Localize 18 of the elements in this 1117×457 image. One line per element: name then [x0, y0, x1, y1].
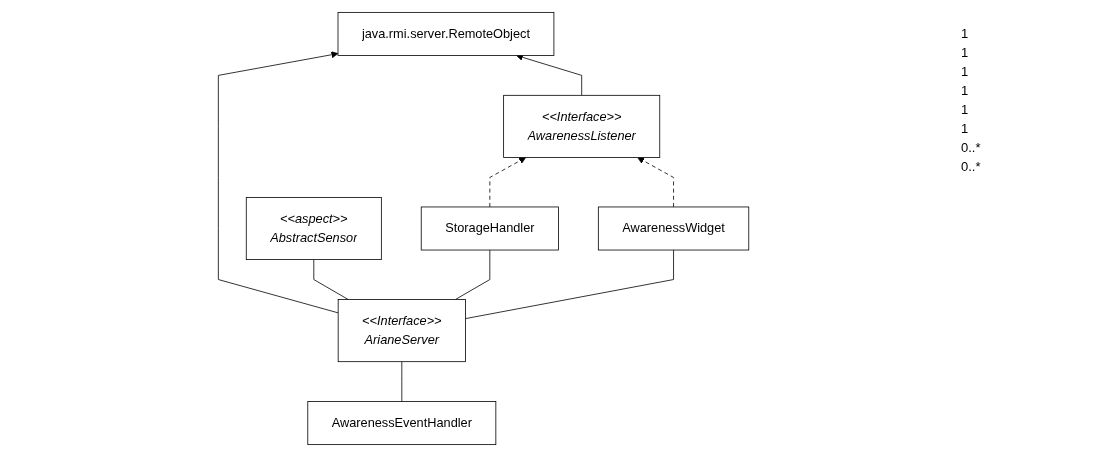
- node-box: StorageHandler: [420, 206, 559, 251]
- connector: [313, 259, 349, 300]
- node-box: <<aspect>> AbstractSensor: [245, 197, 382, 260]
- node-box: <<Interface>> AwarenessListener: [503, 94, 661, 158]
- multiplicity-label: 1: [961, 121, 970, 136]
- connector: [401, 361, 403, 402]
- node-box: java.rmi.server.RemoteObject: [337, 12, 555, 56]
- node-box: <<Interface>> ArianeServer: [337, 299, 466, 363]
- multiplicity-label: 1: [961, 102, 970, 117]
- node-box: AwarenessEventHandler: [307, 401, 497, 445]
- connector: [465, 249, 674, 319]
- multiplicity-label: 0..*: [961, 140, 982, 155]
- node-box: AwarenessWidget: [597, 206, 750, 251]
- multiplicity-label: 1: [961, 45, 970, 60]
- multiplicity-label: 1: [961, 64, 970, 79]
- multiplicity-label: 1: [961, 83, 970, 98]
- multiplicity-label: 1: [961, 26, 970, 41]
- multiplicity-label: 0..*: [961, 159, 982, 174]
